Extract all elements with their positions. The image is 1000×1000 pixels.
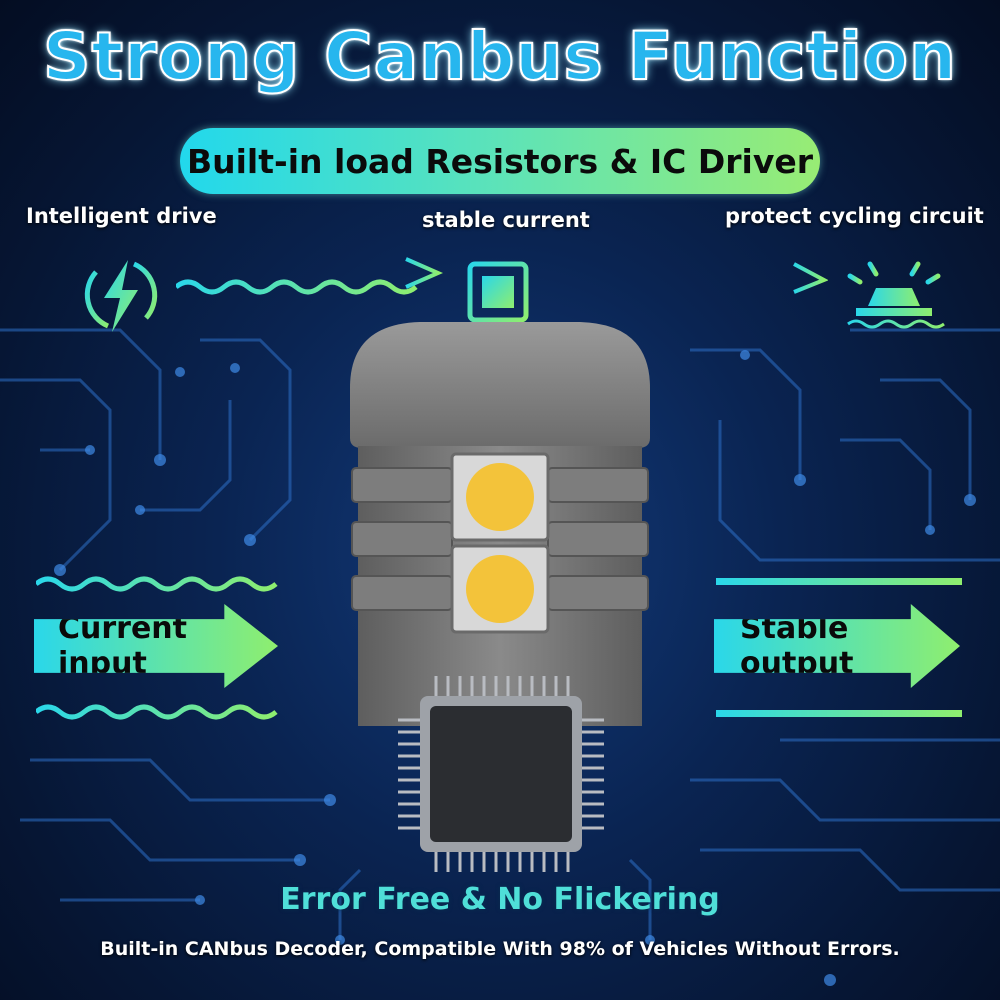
label-stable-current: stable current	[422, 208, 590, 232]
input-wave-top	[36, 576, 278, 592]
lightning-bolt-icon	[84, 260, 158, 332]
warning-light-icon	[840, 255, 948, 329]
label-intelligent-drive: Intelligent drive	[26, 204, 217, 228]
current-wave-top-left	[176, 257, 443, 309]
compatibility-note: Built-in CANbus Decoder, Compatible With…	[100, 938, 900, 960]
current-input-label: Current input	[58, 611, 188, 681]
headline: Strong Canbus Function	[42, 17, 958, 96]
input-wave-bottom	[36, 704, 278, 720]
feature-banner: Built-in load Resistors & IC Driver	[180, 128, 820, 194]
stable-output-label: Stable output	[740, 611, 854, 681]
current-line-top-right	[558, 262, 828, 297]
ic-chip-icon	[398, 676, 604, 872]
output-line-bottom	[716, 710, 962, 717]
led-bulb	[350, 322, 650, 726]
feature-banner-text: Built-in load Resistors & IC Driver	[186, 141, 814, 181]
label-protect-circuit: protect cycling circuit	[725, 204, 984, 228]
output-line-top	[716, 578, 962, 585]
tagline: Error Free & No Flickering	[280, 882, 720, 917]
